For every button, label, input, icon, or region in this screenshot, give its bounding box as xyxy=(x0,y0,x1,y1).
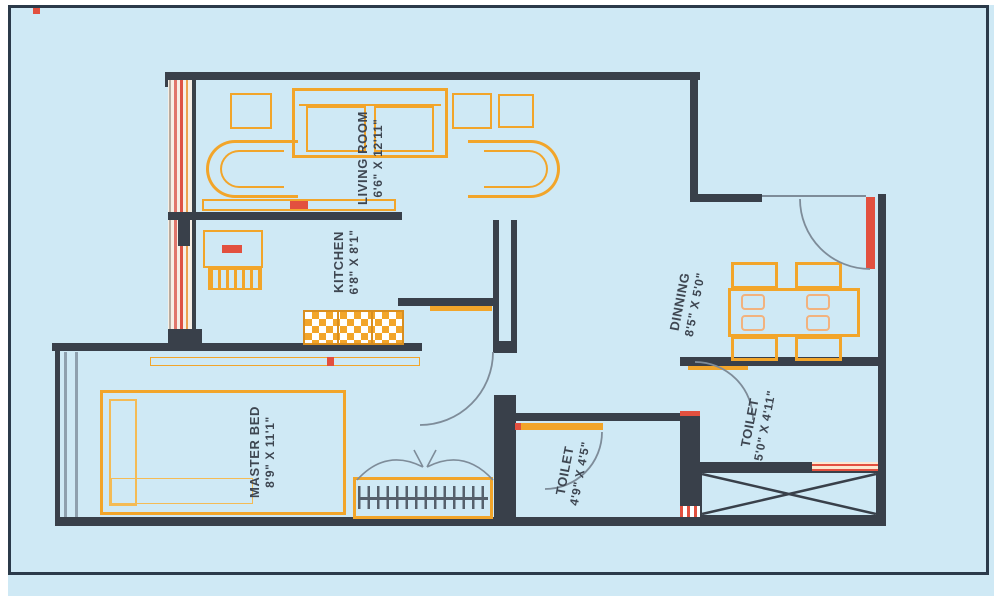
dining-chair-3 xyxy=(731,336,778,361)
kitchen-sink xyxy=(208,268,262,290)
side-table-2 xyxy=(452,93,492,129)
wall-kitchen-bottom xyxy=(398,298,494,306)
kitchen-door-sill xyxy=(430,306,492,311)
master-bed-name: MASTER BED xyxy=(247,406,262,498)
tv-console xyxy=(202,199,396,211)
wall-toilet2-bottom xyxy=(700,462,812,471)
master-bed-label: MASTER BED 8'9" X 11'1" xyxy=(247,406,277,498)
wall-top xyxy=(165,72,700,80)
wall-top-right-vertical xyxy=(690,72,698,202)
plate-2 xyxy=(806,294,830,310)
wall-kitchen-right-cap xyxy=(493,341,517,353)
bed-blanket-fold xyxy=(111,478,253,504)
sofa-cushion-1 xyxy=(306,106,366,152)
dining-chair-4 xyxy=(795,336,842,361)
stove-divider-2 xyxy=(371,312,373,343)
side-table-3 xyxy=(498,94,534,128)
wall-masterbed-top xyxy=(52,343,422,351)
tub-chair-left-inner xyxy=(220,150,284,188)
wall-center-pillar xyxy=(494,395,516,517)
side-table-1 xyxy=(230,93,272,129)
sofa-back-line xyxy=(299,104,441,106)
toilet2-vent xyxy=(680,506,700,517)
corner-red-mark xyxy=(33,8,40,14)
bedroom-window-line-2 xyxy=(75,352,78,517)
wall-toilet1-top xyxy=(516,413,688,421)
wall-dining-top xyxy=(690,194,762,202)
wardrobe-hangers xyxy=(358,486,488,509)
plate-4 xyxy=(806,315,830,331)
toilet1-sill-red-cap xyxy=(515,423,521,430)
gas-stove xyxy=(303,310,404,345)
tub-chair-left xyxy=(206,140,298,198)
wall-left-outer xyxy=(55,345,60,526)
wall-stub-bottom xyxy=(168,329,202,345)
page-margin-top xyxy=(0,0,1000,5)
bed-pillow-band xyxy=(109,399,137,506)
plate-3 xyxy=(741,315,765,331)
sofa xyxy=(292,88,448,158)
dining-chair-2 xyxy=(795,262,842,289)
dining-chair-1 xyxy=(731,262,778,289)
double-bed xyxy=(100,390,346,515)
toilet2-door-sill xyxy=(688,366,748,370)
wall-toilet2-left-pillar xyxy=(680,416,700,506)
wall-stub-mid xyxy=(178,220,190,246)
toilet2-window xyxy=(812,462,878,471)
living-room-label: LIVING ROOM 6'6" X 12'11" xyxy=(355,111,385,205)
stove-divider-1 xyxy=(337,312,339,343)
wall-bottom xyxy=(55,517,886,526)
page-margin-left xyxy=(0,0,8,600)
sofa-cushion-2 xyxy=(374,106,434,152)
master-bed-dims: 8'9" X 11'1" xyxy=(263,416,277,488)
wall-kitchen-right-outer xyxy=(493,220,499,353)
living-room-dims: 6'6" X 12'11" xyxy=(371,118,385,198)
bedroom-shelf-red-mark xyxy=(327,357,334,366)
wall-living-kitchen-divider xyxy=(168,212,402,220)
kitchen-label: KITCHEN 6'8" X 8'1" xyxy=(331,229,361,295)
bedroom-window-line-1 xyxy=(64,352,67,517)
living-room-name: LIVING ROOM xyxy=(355,111,370,205)
page-margin-bottom xyxy=(0,596,1000,600)
wall-kitchen-right-inner xyxy=(511,220,517,353)
toilet1-door-sill xyxy=(515,423,603,430)
plate-1 xyxy=(741,294,765,310)
tub-chair-right xyxy=(468,140,560,198)
entrance-opening-line xyxy=(762,195,866,197)
entrance-door-leaf xyxy=(866,197,875,269)
tv-console-red-mark xyxy=(290,201,308,209)
dining-table xyxy=(728,288,860,337)
kitchen-dims: 6'8" X 8'1" xyxy=(347,229,361,295)
page-margin-right xyxy=(994,0,1000,600)
tub-chair-right-inner xyxy=(484,150,548,188)
duct-shaft xyxy=(700,471,878,517)
toilet2-pillar-red-sill xyxy=(680,411,700,416)
kitchen-platform xyxy=(203,230,263,268)
kitchen-platform-red-mark xyxy=(222,245,242,253)
wall-dining-bottom xyxy=(680,357,886,366)
kitchen-name: KITCHEN xyxy=(331,231,346,293)
bedroom-shelf xyxy=(150,357,420,366)
